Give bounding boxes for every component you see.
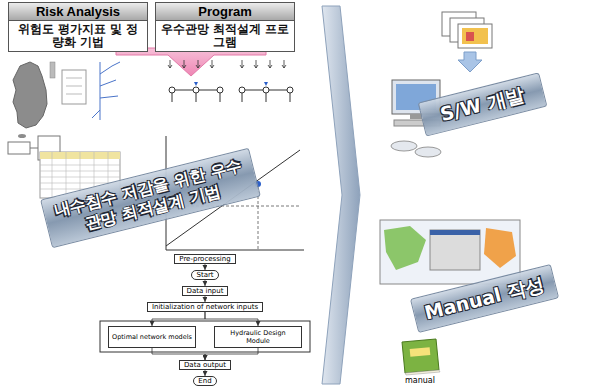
manual-banner: Manual 작성 bbox=[409, 264, 558, 333]
rainfall-network bbox=[168, 60, 293, 102]
risk-factor-boxes bbox=[30, 148, 38, 149]
sewer-network-map bbox=[92, 62, 120, 120]
node-text: S/W 개발 bbox=[427, 79, 537, 129]
software-screenshot bbox=[380, 220, 520, 284]
node-text: End bbox=[198, 377, 211, 385]
rainfall-network bbox=[169, 87, 175, 93]
module-frame bbox=[100, 321, 310, 352]
module-frame bbox=[100, 321, 310, 352]
flow-arrow bbox=[205, 348, 258, 360]
node-body-text: 위험도 평가지표 및 정량화 기법 bbox=[9, 21, 147, 51]
progress-arrow bbox=[322, 6, 360, 384]
process-box: Pre-processing bbox=[174, 254, 235, 264]
risk-factor-boxes bbox=[8, 142, 30, 154]
korea-map bbox=[50, 62, 55, 78]
node-text: Start bbox=[196, 271, 213, 279]
module-box: Hydraulic Design Module bbox=[214, 326, 302, 348]
rainfall-network bbox=[263, 87, 269, 93]
flow-arrow bbox=[152, 348, 205, 360]
sewer-network-map bbox=[66, 78, 82, 94]
software-screenshot bbox=[430, 230, 480, 270]
sewer-network-map bbox=[62, 62, 120, 120]
rainfall-network bbox=[172, 90, 290, 102]
software-screenshot bbox=[384, 226, 426, 270]
node-text: Optimal network models bbox=[112, 333, 192, 341]
rainfall-network bbox=[193, 87, 199, 93]
flow-arrow bbox=[152, 312, 205, 326]
progress-arrow bbox=[322, 6, 360, 384]
node-text: Data input bbox=[187, 287, 224, 295]
korea-map bbox=[13, 62, 47, 128]
rainfall-network bbox=[168, 60, 286, 68]
node-text: Initialization of network inputs bbox=[152, 303, 258, 311]
manual-book bbox=[402, 339, 439, 373]
book-label: manual bbox=[394, 376, 446, 386]
korea-map bbox=[13, 62, 55, 138]
screens-icon bbox=[458, 52, 482, 72]
sw-banner: S/W 개발 bbox=[417, 72, 547, 136]
software-screenshot bbox=[430, 230, 480, 235]
computer-icon bbox=[415, 147, 441, 157]
process-box: Initialization of network inputs bbox=[147, 302, 263, 312]
screens-icon bbox=[466, 32, 474, 41]
terminal-box: Start bbox=[191, 270, 218, 280]
screens-icon bbox=[458, 24, 492, 48]
module-box: Optimal network models bbox=[108, 326, 196, 348]
screens-icon bbox=[442, 12, 492, 72]
manual-book bbox=[402, 339, 440, 375]
node-text: Risk Analysis bbox=[9, 3, 147, 21]
analysis-box: Risk Analysis위험도 평가지표 및 정량화 기법 bbox=[8, 2, 148, 52]
node-text: Manual 작성 bbox=[419, 271, 548, 326]
computer-icon bbox=[391, 141, 417, 151]
software-screenshot bbox=[484, 228, 516, 268]
screens-icon bbox=[462, 28, 488, 44]
flow-arrow bbox=[205, 312, 258, 326]
node-text: Program bbox=[156, 3, 294, 21]
sewer-network-map bbox=[62, 70, 86, 104]
rainfall-network bbox=[287, 87, 293, 93]
program-box: Program우수관망 최적설계 프로그램 bbox=[155, 2, 295, 52]
manual-book bbox=[410, 347, 431, 357]
process-box: Data output bbox=[179, 360, 231, 370]
rainfall-network bbox=[239, 87, 245, 93]
process-box: Data input bbox=[182, 286, 229, 296]
manual-book bbox=[405, 370, 440, 375]
korea-map bbox=[18, 134, 26, 138]
node-text: Data output bbox=[184, 361, 226, 369]
node-text: 내수침수 저감을 위한 우수관망 최적설계 기법 bbox=[50, 155, 251, 241]
node-text: Hydraulic Design Module bbox=[218, 329, 298, 345]
node-text: Pre-processing bbox=[179, 255, 230, 263]
terminal-box: End bbox=[193, 376, 216, 386]
node-body-text: 우수관망 최적설계 프로그램 bbox=[156, 21, 294, 51]
software-screenshot bbox=[380, 220, 520, 284]
rainfall-network bbox=[217, 87, 223, 93]
rainfall-network bbox=[194, 82, 268, 86]
method-banner: 내수침수 저감을 위한 우수관망 최적설계 기법 bbox=[40, 148, 261, 249]
